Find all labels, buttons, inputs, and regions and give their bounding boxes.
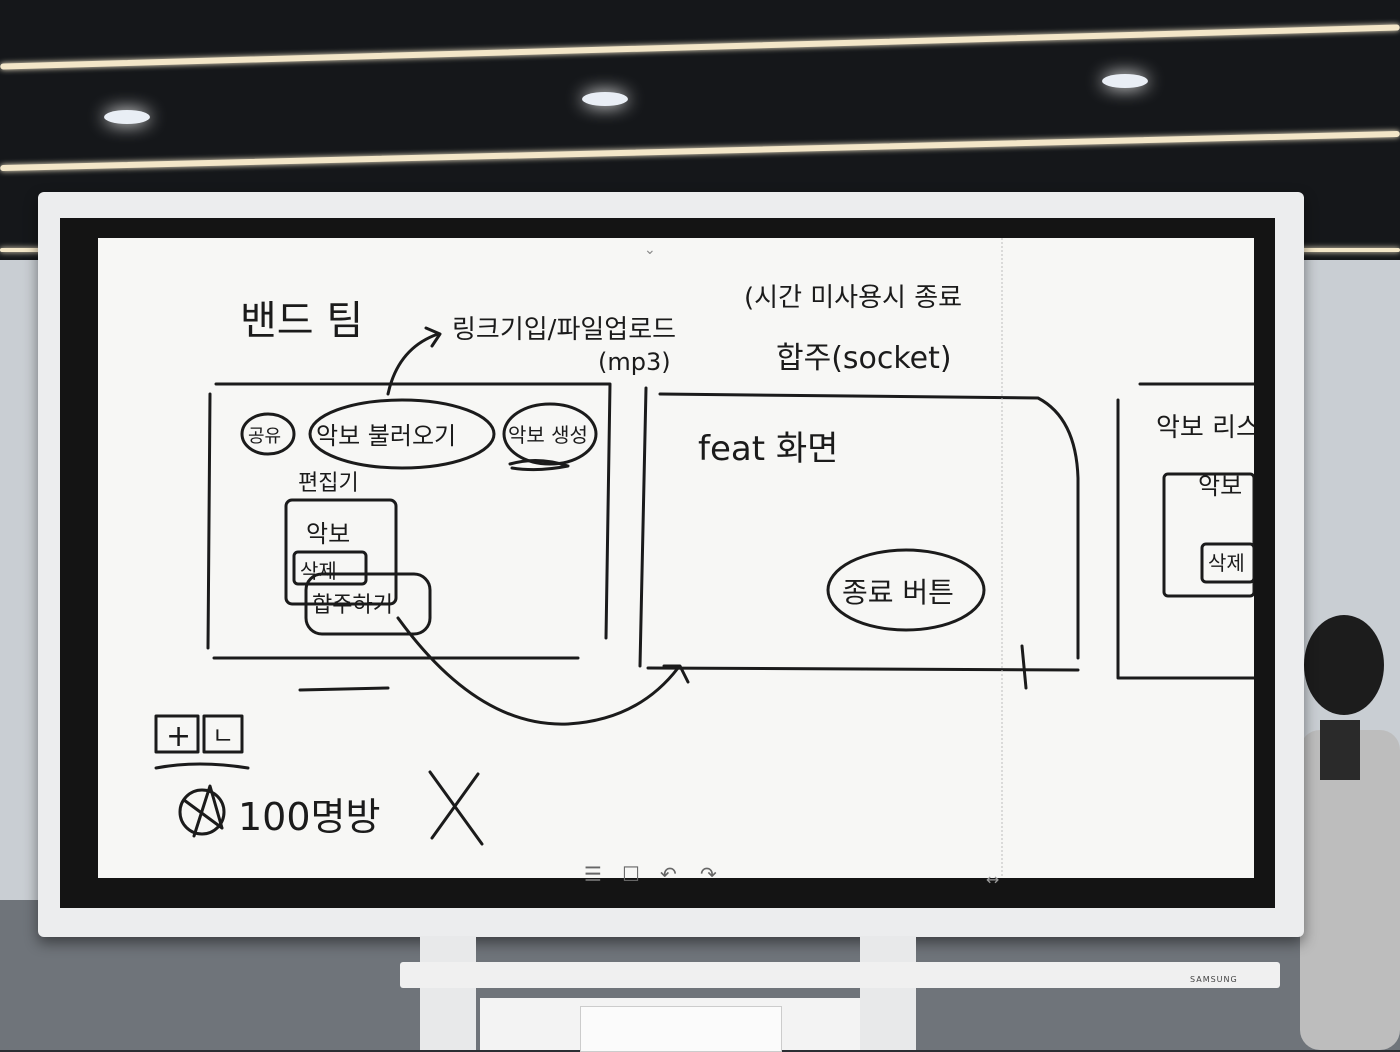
monitor-bottom-bar: [400, 962, 1280, 988]
ceiling-light-strip: [0, 24, 1400, 70]
panel3-list-box: [1162, 472, 1254, 598]
panel3-item: 악보: [1198, 472, 1242, 500]
panel3-title: 악보 리스: [1156, 413, 1254, 443]
load-label: 악보 불러오기: [316, 422, 456, 450]
link-upload-text: 링크기입/파일업로드: [452, 315, 676, 345]
tab-plus-label: +: [166, 719, 191, 754]
end-button-label: 종료 버튼: [842, 576, 954, 609]
panel3-delete: 삭제: [1208, 551, 1245, 575]
page-icon[interactable]: ☐: [622, 862, 640, 886]
underline-stroke: [298, 686, 390, 692]
ensemble-arrow: [396, 616, 690, 726]
menu-icon[interactable]: ☰: [584, 862, 602, 886]
redo-icon[interactable]: ↷: [700, 862, 717, 886]
create-pill: [502, 402, 598, 466]
delete-label: 삭제: [300, 559, 337, 583]
undo-icon[interactable]: ↶: [660, 862, 677, 886]
panel3-delete-box: [1200, 542, 1254, 584]
star-circle: [178, 788, 226, 836]
brand-label: SAMSUNG: [1190, 975, 1238, 984]
tab-plus-box: [154, 714, 200, 754]
tab-l-label: ㄴ: [212, 722, 234, 750]
feat-label: feat 화면: [698, 429, 838, 469]
panel3-frame: [1116, 382, 1254, 680]
tab-l-box: [202, 714, 244, 754]
end-button-pill: [826, 548, 986, 632]
divider-mark: [1020, 644, 1028, 690]
mp3-text: (mp3): [598, 348, 671, 376]
ceiling-light-strip: [0, 130, 1400, 172]
whiteboard-canvas[interactable]: 밴드 팀 링크기입/파일업로드 (mp3) (시간 미사용시 종료 합주(soc…: [98, 238, 1254, 878]
title-text: 밴드 팀: [240, 298, 363, 344]
editor-label: 편집기: [298, 471, 359, 496]
star-lines: [182, 784, 224, 838]
chevron-down-icon[interactable]: ⌄: [644, 242, 656, 258]
panel2-frame: [638, 386, 1080, 672]
sketch-layer: 밴드 팀 링크기입/파일업로드 (mp3) (시간 미사용시 종료 합주(soc…: [154, 238, 1254, 878]
paper-sheet: [580, 1006, 782, 1052]
ceiling-lamp: [1102, 74, 1148, 88]
ensemble-label: 합주하기: [312, 593, 393, 618]
delete-box: [292, 550, 368, 586]
tab-underline: [154, 762, 250, 770]
stand-leg: [860, 936, 916, 1050]
create-label: 악보 생성: [508, 423, 588, 447]
ensemble-box: [304, 572, 432, 636]
link-arrow: [386, 326, 442, 396]
share-label: 공유: [248, 426, 281, 447]
resize-icon[interactable]: ↔: [986, 870, 1000, 889]
stand-leg: [420, 936, 476, 1050]
share-pill: [240, 412, 296, 456]
socket-text: 합주(socket): [776, 341, 952, 376]
timeout-text: (시간 미사용시 종료: [744, 283, 962, 313]
create-scribble: [508, 459, 570, 472]
room-label: 100명방: [238, 795, 380, 839]
sheet-label: 악보: [306, 520, 350, 548]
panel1-frame: [206, 382, 612, 660]
x-mark: [428, 770, 484, 846]
ceiling-lamp: [104, 110, 150, 124]
ceiling-lamp: [582, 92, 628, 106]
sheet-box: [284, 498, 398, 606]
load-pill: [308, 398, 496, 470]
person: [1300, 615, 1400, 1050]
